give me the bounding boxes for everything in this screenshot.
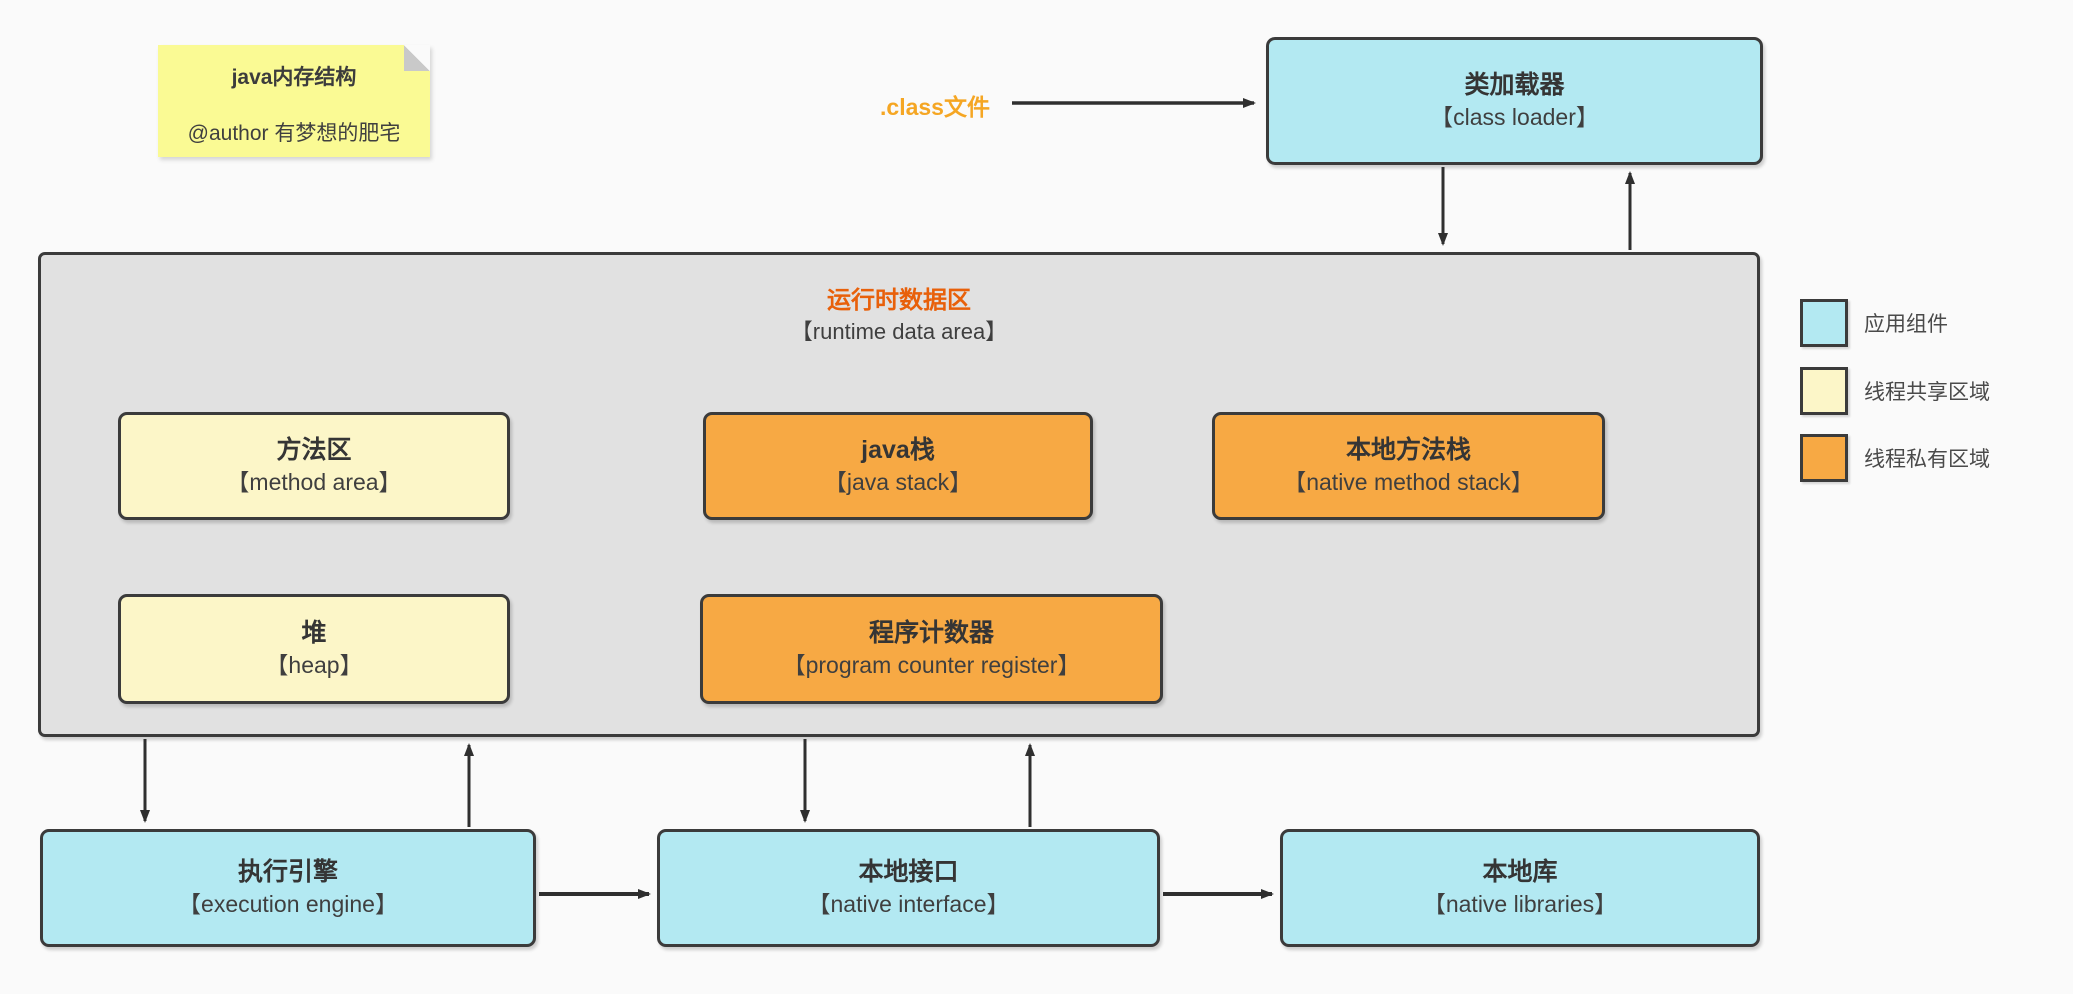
node-native-method-stack-subtitle: 【native method stack】 [1283,469,1534,496]
node-heap-subtitle: 【heap】 [265,652,363,679]
node-native-interface-title: 本地接口 [858,857,959,886]
node-java-stack: java栈 【java stack】 [703,412,1093,520]
node-program-counter-subtitle: 【program counter register】 [782,652,1081,679]
node-heap: 堆 【heap】 [118,594,510,704]
node-program-counter-title: 程序计数器 [868,618,994,647]
node-method-area: 方法区 【method area】 [118,412,510,520]
node-class-loader-subtitle: 【class loader】 [1430,104,1599,131]
node-method-area-title: 方法区 [276,435,352,464]
node-native-method-stack: 本地方法栈 【native method stack】 [1212,412,1605,520]
node-class-loader: 类加载器 【class loader】 [1266,37,1763,165]
sticky-note: java内存结构 @author 有梦想的肥宅 [158,45,430,157]
node-heap-title: 堆 [301,618,327,647]
node-java-stack-subtitle: 【java stack】 [823,469,973,496]
legend-item-thread-private: 线程私有区域 [1800,434,1990,482]
node-native-libraries-subtitle: 【native libraries】 [1422,891,1618,918]
node-program-counter: 程序计数器 【program counter register】 [700,594,1163,704]
legend-swatch-cyan [1800,299,1848,347]
node-native-interface-subtitle: 【native interface】 [807,891,1010,918]
class-file-label: .class文件 [880,94,990,120]
legend-label-thread-private: 线程私有区域 [1864,448,1990,471]
node-native-method-stack-title: 本地方法栈 [1345,435,1471,464]
node-native-libraries-title: 本地库 [1482,857,1558,886]
node-native-interface: 本地接口 【native interface】 [657,829,1160,947]
note-title: java内存结构 [231,66,357,89]
note-author: @author 有梦想的肥宅 [187,122,401,145]
node-native-libraries: 本地库 【native libraries】 [1280,829,1760,947]
legend-swatch-yellow [1800,367,1848,415]
node-execution-engine-title: 执行引擎 [237,857,338,886]
legend-label-thread-shared: 线程共享区域 [1864,381,1990,404]
node-execution-engine-subtitle: 【execution engine】 [178,891,398,918]
node-execution-engine: 执行引擎 【execution engine】 [40,829,536,947]
node-class-loader-title: 类加载器 [1464,70,1565,99]
node-runtime-title: 运行时数据区 [827,287,971,314]
legend-item-thread-shared: 线程共享区域 [1800,367,1990,415]
node-java-stack-title: java栈 [861,435,935,464]
node-method-area-subtitle: 【method area】 [226,469,402,496]
note-fold-corner [404,45,430,71]
legend-label-app-component: 应用组件 [1864,313,1948,336]
node-runtime-subtitle: 【runtime data area】 [790,319,1008,345]
legend-item-app-component: 应用组件 [1800,299,1948,347]
legend-swatch-orange [1800,434,1848,482]
